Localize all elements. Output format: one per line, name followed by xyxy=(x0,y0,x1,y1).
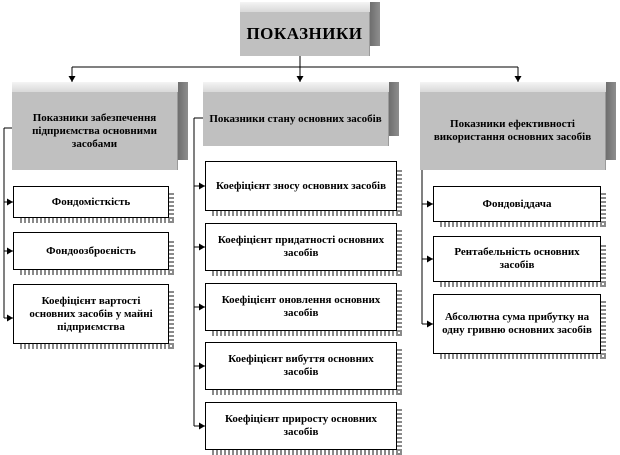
item-profit-per-uah: Абсолютна сума прибутку на одну гривню о… xyxy=(433,294,606,359)
header-efficiency-label: Показники ефективності використання осно… xyxy=(420,92,606,170)
item-wear-coef: Коефіцієнт зносу основних засобів xyxy=(205,161,402,216)
item-usability-coef: Коефіцієнт придатності основних засобів xyxy=(205,223,402,276)
item-growth-coef: Коефіцієнт приросту основних засобів xyxy=(205,402,402,455)
root-label: ПОКАЗНИКИ xyxy=(240,12,370,56)
root-box: ПОКАЗНИКИ xyxy=(240,2,380,56)
root-box-side xyxy=(370,2,380,46)
header-provision-top xyxy=(12,82,178,92)
header-condition: Показники стану основних засобів xyxy=(203,82,399,146)
item-disposal-coef: Коефіцієнт вибуття основних засобів xyxy=(205,342,402,395)
header-efficiency-side xyxy=(606,82,616,160)
header-efficiency-top xyxy=(420,82,606,92)
header-condition-top xyxy=(203,82,389,92)
header-efficiency: Показники ефективності використання осно… xyxy=(420,82,616,170)
header-condition-side xyxy=(389,82,399,136)
item-fund-return: Фондовіддача xyxy=(433,186,606,227)
item-fund-equipment: Фондоозброєність xyxy=(13,232,174,275)
item-profitability: Рентабельність основних засобів xyxy=(433,236,606,287)
item-renewal-coef: Коефіцієнт оновлення основних засобів xyxy=(205,283,402,336)
header-condition-label: Показники стану основних засобів xyxy=(203,92,389,146)
item-fund-intensity: Фондомісткість xyxy=(13,186,174,223)
header-provision: Показники забезпечення підприємства осно… xyxy=(12,82,188,170)
header-provision-label: Показники забезпечення підприємства осно… xyxy=(12,92,178,170)
root-box-top xyxy=(240,2,370,12)
header-provision-side xyxy=(178,82,188,160)
item-asset-share-coef: Коефіцієнт вартості основних засобів у м… xyxy=(13,284,174,349)
